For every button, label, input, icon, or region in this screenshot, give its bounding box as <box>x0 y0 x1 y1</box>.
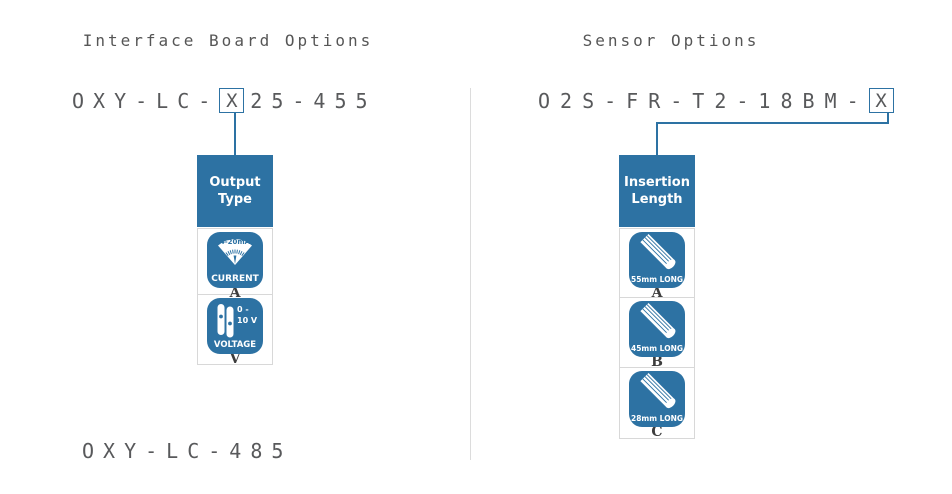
insertion-length-box: Insertion Length <box>619 155 695 227</box>
probe-45mm-caption: 45mm LONG <box>631 344 683 353</box>
interface-variable-box: X <box>219 88 245 113</box>
output-type-options: 4-20mA CURRENT A 0 - 10 V VOLTAGE V <box>197 228 273 367</box>
interface-part-number: OXY-LC- X 25-455 <box>72 87 377 114</box>
sensor-part-prefix: O2S-FR-T2-18BM- <box>538 88 869 113</box>
option-tile-current: 4-20mA CURRENT A <box>197 228 273 300</box>
insertion-length-line1: Insertion <box>624 175 690 190</box>
option-code-45mm: B <box>651 354 663 370</box>
probe-55mm-caption: 55mm LONG <box>631 275 683 284</box>
voltage-range-line1: 0 - <box>237 305 249 314</box>
option-code-voltage: V <box>229 351 241 367</box>
current-range-text: 4-20mA <box>219 238 251 246</box>
sensor-variable-box: X <box>868 88 894 113</box>
option-code-28mm: C <box>651 424 663 440</box>
sensor-connector-horizontal <box>656 122 889 124</box>
probe-28mm-caption: 28mm LONG <box>631 414 683 423</box>
sensor-options-title: Sensor Options <box>582 31 760 50</box>
interface-connector-line <box>234 113 236 155</box>
voltage-graphic <box>217 304 234 338</box>
option-tile-voltage: 0 - 10 V VOLTAGE V <box>197 294 273 367</box>
current-meter-icon: 4-20mA CURRENT <box>207 232 263 288</box>
section-divider <box>470 88 471 460</box>
interface-footer-part-text: OXY-LC-485 <box>82 438 293 463</box>
option-code-current: A <box>229 285 241 301</box>
option-code-55mm: A <box>651 285 663 301</box>
probe-28mm-icon: 28mm LONG <box>629 371 685 427</box>
sensor-part-number: O2S-FR-T2-18BM- X <box>538 87 900 114</box>
output-type-line1: Output <box>209 175 261 190</box>
interface-part-prefix: OXY-LC- <box>72 88 220 113</box>
interface-footer-part-number: OXY-LC-485 <box>82 437 292 464</box>
probe-45mm-icon: 45mm LONG <box>629 301 685 357</box>
sensor-connector-vertical <box>656 122 658 155</box>
option-tile-28mm: 28mm LONG C <box>619 367 695 439</box>
option-tile-45mm: 45mm LONG B <box>619 297 695 370</box>
output-type-box: Output Type <box>197 155 273 227</box>
insertion-length-line2: Length <box>631 192 683 207</box>
voltage-caption: VOLTAGE <box>213 340 257 350</box>
probe-graphic <box>640 234 676 270</box>
option-tile-55mm: 55mm LONG A <box>619 228 695 301</box>
probe-55mm-icon: 55mm LONG <box>629 232 685 288</box>
interface-board-options-title: Interface Board Options <box>82 31 374 50</box>
current-meter-graphic <box>218 239 252 265</box>
output-type-line2: Type <box>218 192 252 207</box>
sensor-connector-stub <box>887 112 889 123</box>
voltage-range-line2: 10 V <box>237 316 258 325</box>
interface-part-suffix: 25-455 <box>250 88 377 113</box>
voltage-icon: 0 - 10 V VOLTAGE <box>207 298 263 354</box>
probe-graphic <box>640 373 676 409</box>
insertion-length-options: 55mm LONG A 45mm LONG <box>619 228 695 439</box>
current-caption: CURRENT <box>211 274 259 284</box>
probe-graphic <box>640 303 676 339</box>
